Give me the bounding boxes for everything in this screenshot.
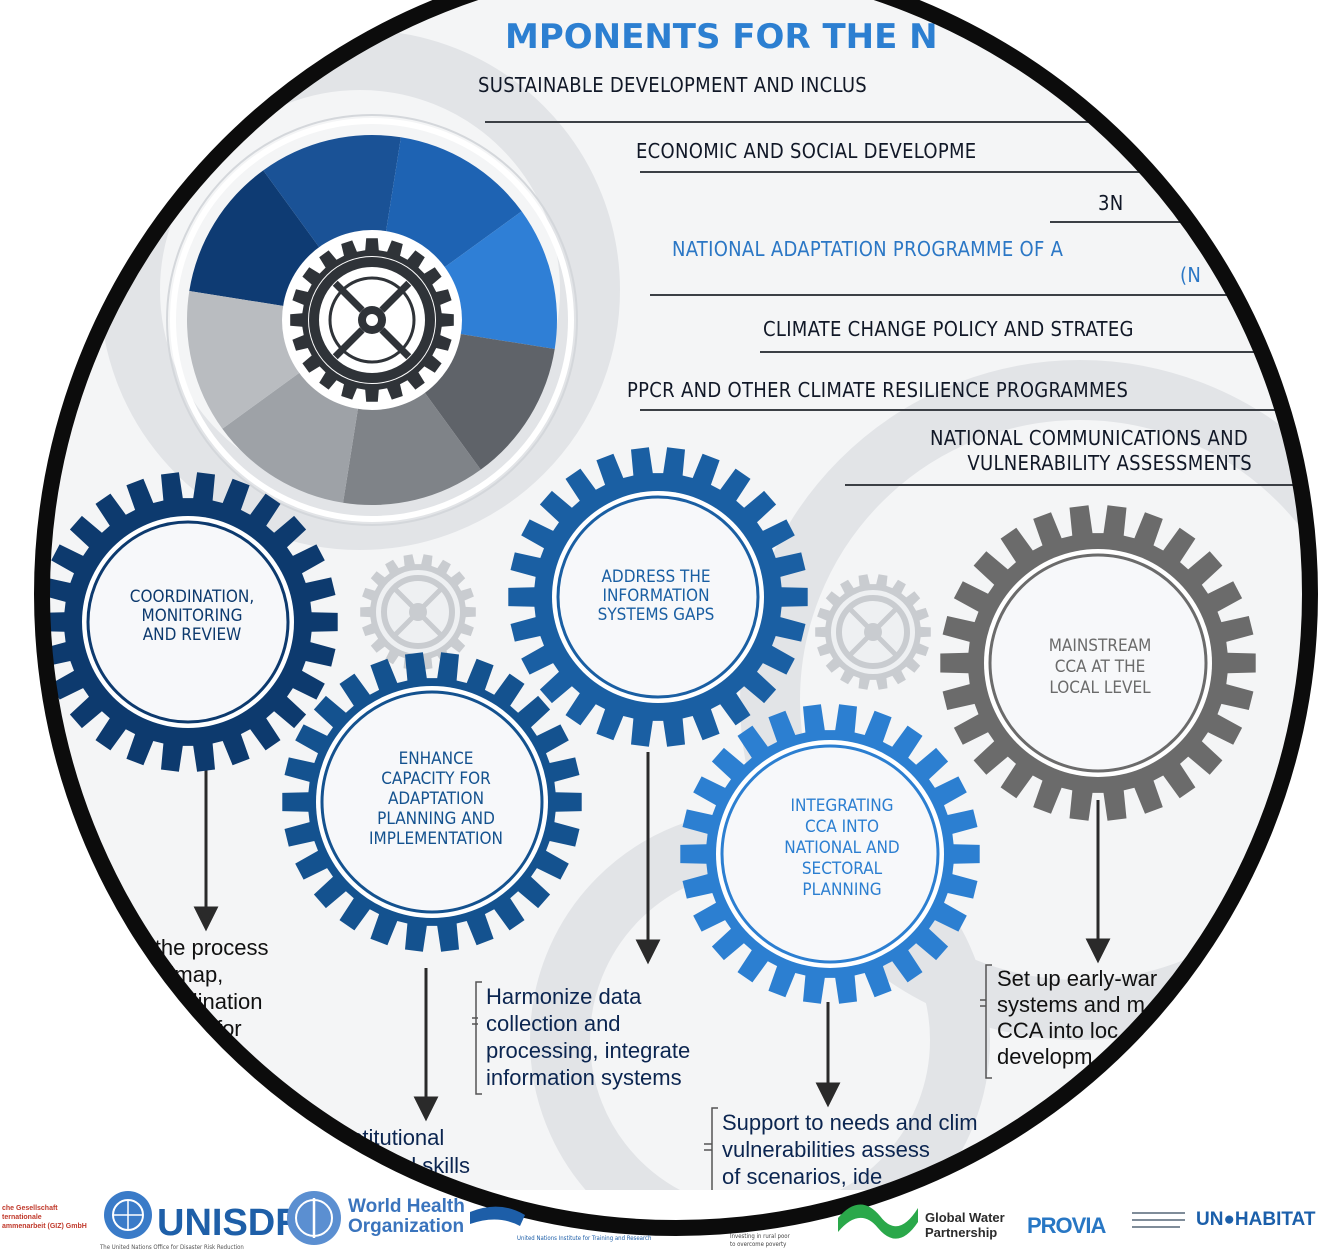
gear-label-line: AND REVIEW: [143, 625, 242, 645]
giz-logo: che Gesellschaft ternationale ammenarbei…: [2, 1205, 87, 1230]
svg-text:ammenarbeit (GIZ) GmbH: ammenarbeit (GIZ) GmbH: [2, 1223, 87, 1230]
gear-label-line: ADAPTATION: [388, 789, 484, 809]
gear-label-line: IMPLEMENTATION: [369, 829, 503, 849]
unisdr-logo: UNISDR The United Nations Office for Dis…: [99, 1191, 303, 1251]
gear-label-line: MAINSTREAM: [1049, 636, 1152, 656]
note-line: processing, integrate: [486, 1038, 690, 1063]
gwp-wordmark-2: Partnership: [925, 1225, 997, 1240]
gear-label-line: ADDRESS THE: [601, 567, 710, 587]
gear-label-line: CCA INTO: [805, 817, 879, 837]
donut-segment: [385, 137, 522, 269]
gear-label-line: LOCAL LEVEL: [1049, 678, 1151, 698]
note-line: vulnerabilities assess: [722, 1137, 930, 1162]
donut-segment: [443, 211, 557, 349]
components-donut-chart: [166, 114, 578, 526]
donut-segment: [423, 333, 555, 470]
small-gray-gear-right: [815, 574, 931, 690]
connector-arrows: [193, 752, 1111, 1122]
note-line: systems and m: [997, 992, 1145, 1017]
svg-text:ternationale: ternationale: [2, 1214, 42, 1221]
gear-label-line: MONITORING: [142, 606, 243, 626]
note-brackets: [472, 964, 992, 1220]
unisdr-tagline: The United Nations Office for Disaster R…: [99, 1244, 244, 1251]
donut-segment: [189, 170, 321, 307]
note-line: Support to needs and clim: [722, 1110, 978, 1135]
gwp-wave-icon: [838, 1204, 918, 1239]
note-line: Set up early-war: [997, 966, 1157, 991]
unisdr-wordmark: UNISDR: [157, 1202, 303, 1244]
donut-segment: [263, 135, 401, 249]
who-wordmark-1: World Health: [348, 1196, 465, 1217]
gear-label-line: PLANNING AND: [377, 809, 495, 829]
gear-label-line: INFORMATION: [602, 586, 709, 606]
svg-text:to overcome poverty: to overcome poverty: [730, 1241, 787, 1248]
header-napa-abbr: (N: [1180, 263, 1201, 287]
svg-text:Investing in rural poor: Investing in rural poor: [730, 1233, 791, 1240]
header-3n: 3N: [1098, 191, 1124, 215]
un-habitat-wordmark: UN●HABITAT: [1196, 1209, 1316, 1230]
svg-text:che Gesellschaft: che Gesellschaft: [2, 1205, 58, 1212]
gear-label-line: COORDINATION,: [130, 587, 254, 607]
unitar-tagline: United Nations Institute for Training an…: [517, 1235, 651, 1242]
infographic-title: MPONENTS FOR THE N: [505, 17, 938, 57]
gear-label-line: CCA AT THE: [1055, 657, 1146, 677]
note-line: developm: [997, 1044, 1092, 1069]
vignette-ring: [34, 0, 1318, 1236]
gear-label-line: ENHANCE: [399, 749, 474, 769]
donut-segment: [187, 291, 301, 429]
header-ppcr: PPCR AND OTHER CLIMATE RESILIENCE PROGRA…: [627, 378, 1128, 402]
gwp-logo: Global Water Partnership: [838, 1204, 1005, 1240]
gear-label-line: INTEGRATING: [790, 796, 893, 816]
provia-logo: PROVIA: [1027, 1212, 1185, 1238]
small-gray-gear-left: [360, 554, 476, 670]
gear-label-line: PLANNING: [802, 880, 881, 900]
header-sustainable-development: SUSTAINABLE DEVELOPMENT AND INCLUS: [478, 73, 867, 97]
gear-label-line: CAPACITY FOR: [381, 769, 491, 789]
provia-wordmark: PROVIA: [1027, 1213, 1106, 1238]
header-climate-policy: CLIMATE CHANGE POLICY AND STRATEG: [763, 317, 1134, 341]
un-habitat-logo: UN●HABITAT: [1196, 1209, 1316, 1230]
donut-segment: [343, 391, 481, 506]
partner-logos: che Gesellschaft ternationale ammenarbei…: [2, 1191, 1316, 1251]
donut-segment: [222, 371, 359, 503]
note-line: collection and: [486, 1011, 621, 1036]
who-wordmark-2: Organization: [348, 1216, 464, 1237]
note-line: information systems: [486, 1065, 682, 1090]
central-gear-icon: [282, 230, 462, 410]
note-line: Harmonize data: [486, 984, 642, 1009]
note-line: CCA into loc: [997, 1018, 1118, 1043]
header-napa: NATIONAL ADAPTATION PROGRAMME OF A: [672, 237, 1064, 261]
who-logo: World Health Organization: [287, 1191, 465, 1245]
header-national-communications-2: VULNERABILITY ASSESSMENTS: [967, 451, 1252, 475]
note-line: of scenarios, ide: [722, 1164, 882, 1189]
header-economic-social: ECONOMIC AND SOCIAL DEVELOPME: [636, 139, 976, 163]
gear-label-line: NATIONAL AND: [784, 838, 899, 858]
gear-label-line: SYSTEMS GAPS: [598, 605, 715, 625]
unitar-logo: United Nations Institute for Training an…: [470, 1206, 651, 1242]
header-national-communications-1: NATIONAL COMMUNICATIONS AND: [930, 426, 1248, 450]
ifad-logo: Investing in rural poor to overcome pove…: [730, 1233, 791, 1248]
gwp-wordmark-1: Global Water: [925, 1210, 1005, 1225]
gear-label-line: SECTORAL: [802, 859, 883, 879]
